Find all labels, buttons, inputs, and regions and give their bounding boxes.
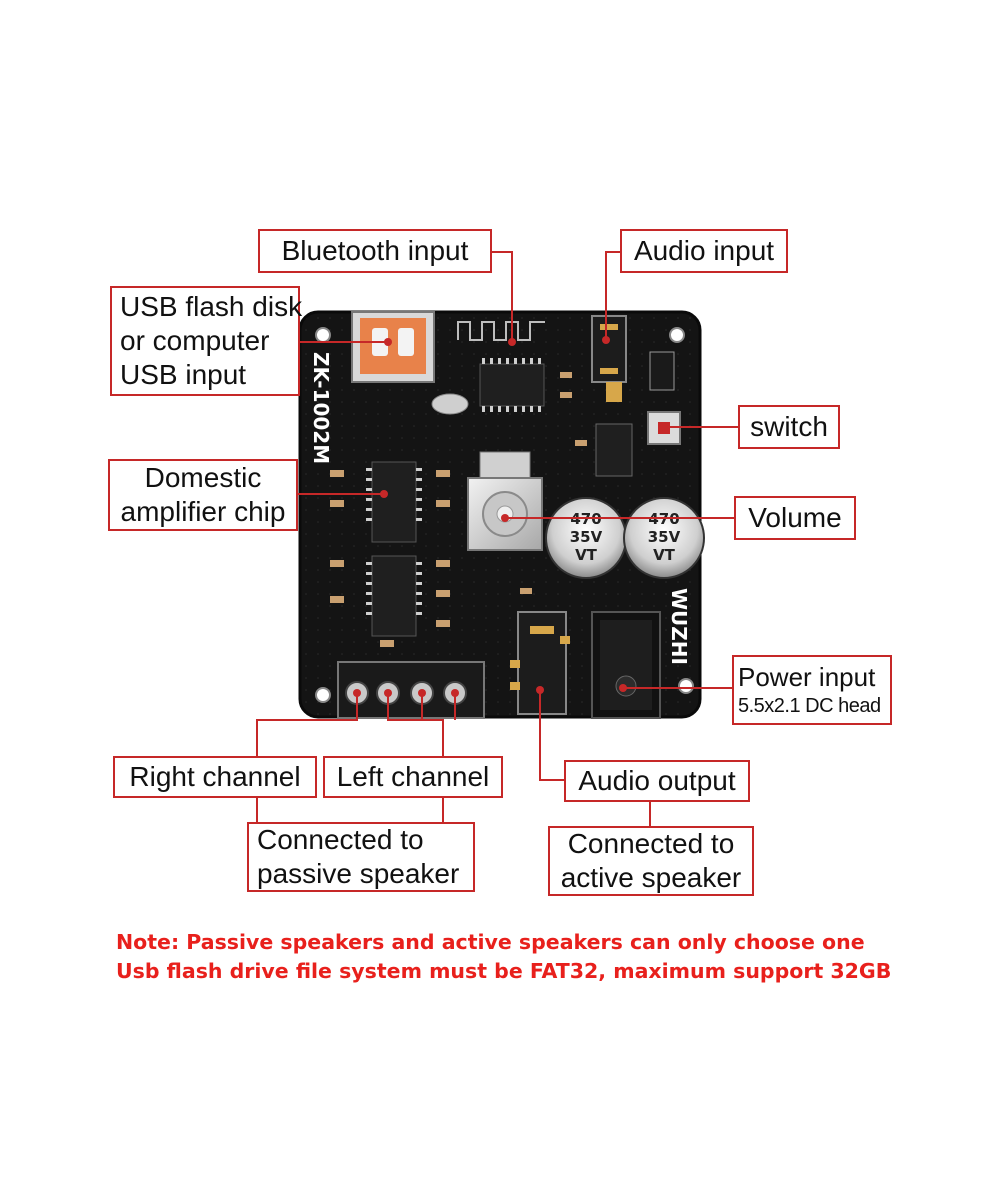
mounting-hole — [315, 687, 331, 703]
capacitor-right: 470 35V VT — [623, 497, 705, 579]
callout-text: Connected to — [257, 824, 424, 856]
callout-audio-input: Audio input — [620, 229, 788, 273]
callout-switch: switch — [738, 405, 840, 449]
callout-bluetooth-input: Bluetooth input — [258, 229, 492, 273]
audio-input-jack — [591, 315, 627, 402]
callout-text: USB input — [120, 359, 247, 391]
callout-text: Connected to — [567, 828, 735, 860]
mounting-hole — [315, 327, 331, 343]
capacitor-label: 35V — [570, 528, 603, 546]
callout-text: Left channel — [336, 761, 490, 793]
callout-text: Bluetooth input — [281, 235, 469, 267]
callout-text: Audio output — [578, 765, 736, 797]
note-line-1: Note: Passive speakers and active speake… — [116, 930, 865, 954]
callout-text: 5.5x2.1 DC head — [738, 694, 881, 717]
smd-resistor — [649, 351, 675, 391]
capacitor-label: VT — [653, 546, 676, 564]
callout-power-input: Power input 5.5x2.1 DC head — [732, 655, 892, 725]
callout-usb-input: USB flash disk or computer USB input — [110, 286, 303, 396]
leader-lines — [256, 251, 738, 826]
callout-left-channel: Left channel — [323, 756, 503, 798]
callout-audio-output: Audio output — [564, 760, 750, 802]
callout-text: Right channel — [129, 761, 301, 793]
callout-volume: Volume — [734, 496, 856, 540]
speaker-terminal-block — [337, 661, 485, 719]
callout-amplifier-chip: Domestic amplifier chip — [108, 459, 298, 531]
callout-text: amplifier chip — [120, 496, 286, 527]
callout-text: passive speaker — [257, 858, 460, 889]
callout-text: switch — [750, 411, 828, 443]
callout-text: Domestic — [144, 462, 262, 494]
callout-text: Power input — [738, 662, 876, 693]
leader-dots — [380, 336, 668, 694]
audio-output-jack — [510, 611, 570, 715]
crystal — [431, 393, 469, 415]
mounting-hole — [678, 678, 694, 694]
callout-passive-speaker: Connected to passive speaker — [247, 822, 475, 892]
bluetooth-antenna — [457, 321, 545, 341]
callout-right-channel: Right channel — [113, 756, 317, 798]
smd-components — [330, 372, 587, 647]
amplifier-chip — [366, 461, 422, 637]
capacitor-label: 35V — [648, 528, 681, 546]
model-label: ZK-1002M — [309, 352, 333, 464]
capacitor-label: VT — [575, 546, 598, 564]
mounting-hole — [669, 327, 685, 343]
regulator-chip — [595, 423, 633, 477]
capacitor-left: 470 35V VT — [545, 497, 627, 579]
brand-label: WUZHI — [667, 588, 691, 665]
callout-active-speaker: Connected to active speaker — [548, 826, 754, 896]
callout-text: USB flash disk — [120, 290, 303, 322]
callout-text: Audio input — [633, 235, 775, 267]
usb-port — [351, 311, 435, 383]
callout-text: or computer — [120, 324, 270, 356]
note-line-2: Usb flash drive file system must be FAT3… — [116, 959, 892, 983]
bluetooth-chip — [479, 358, 545, 412]
dc-power-jack — [591, 611, 661, 719]
callout-text: active speaker — [560, 862, 742, 893]
callout-text: Volume — [748, 502, 842, 534]
